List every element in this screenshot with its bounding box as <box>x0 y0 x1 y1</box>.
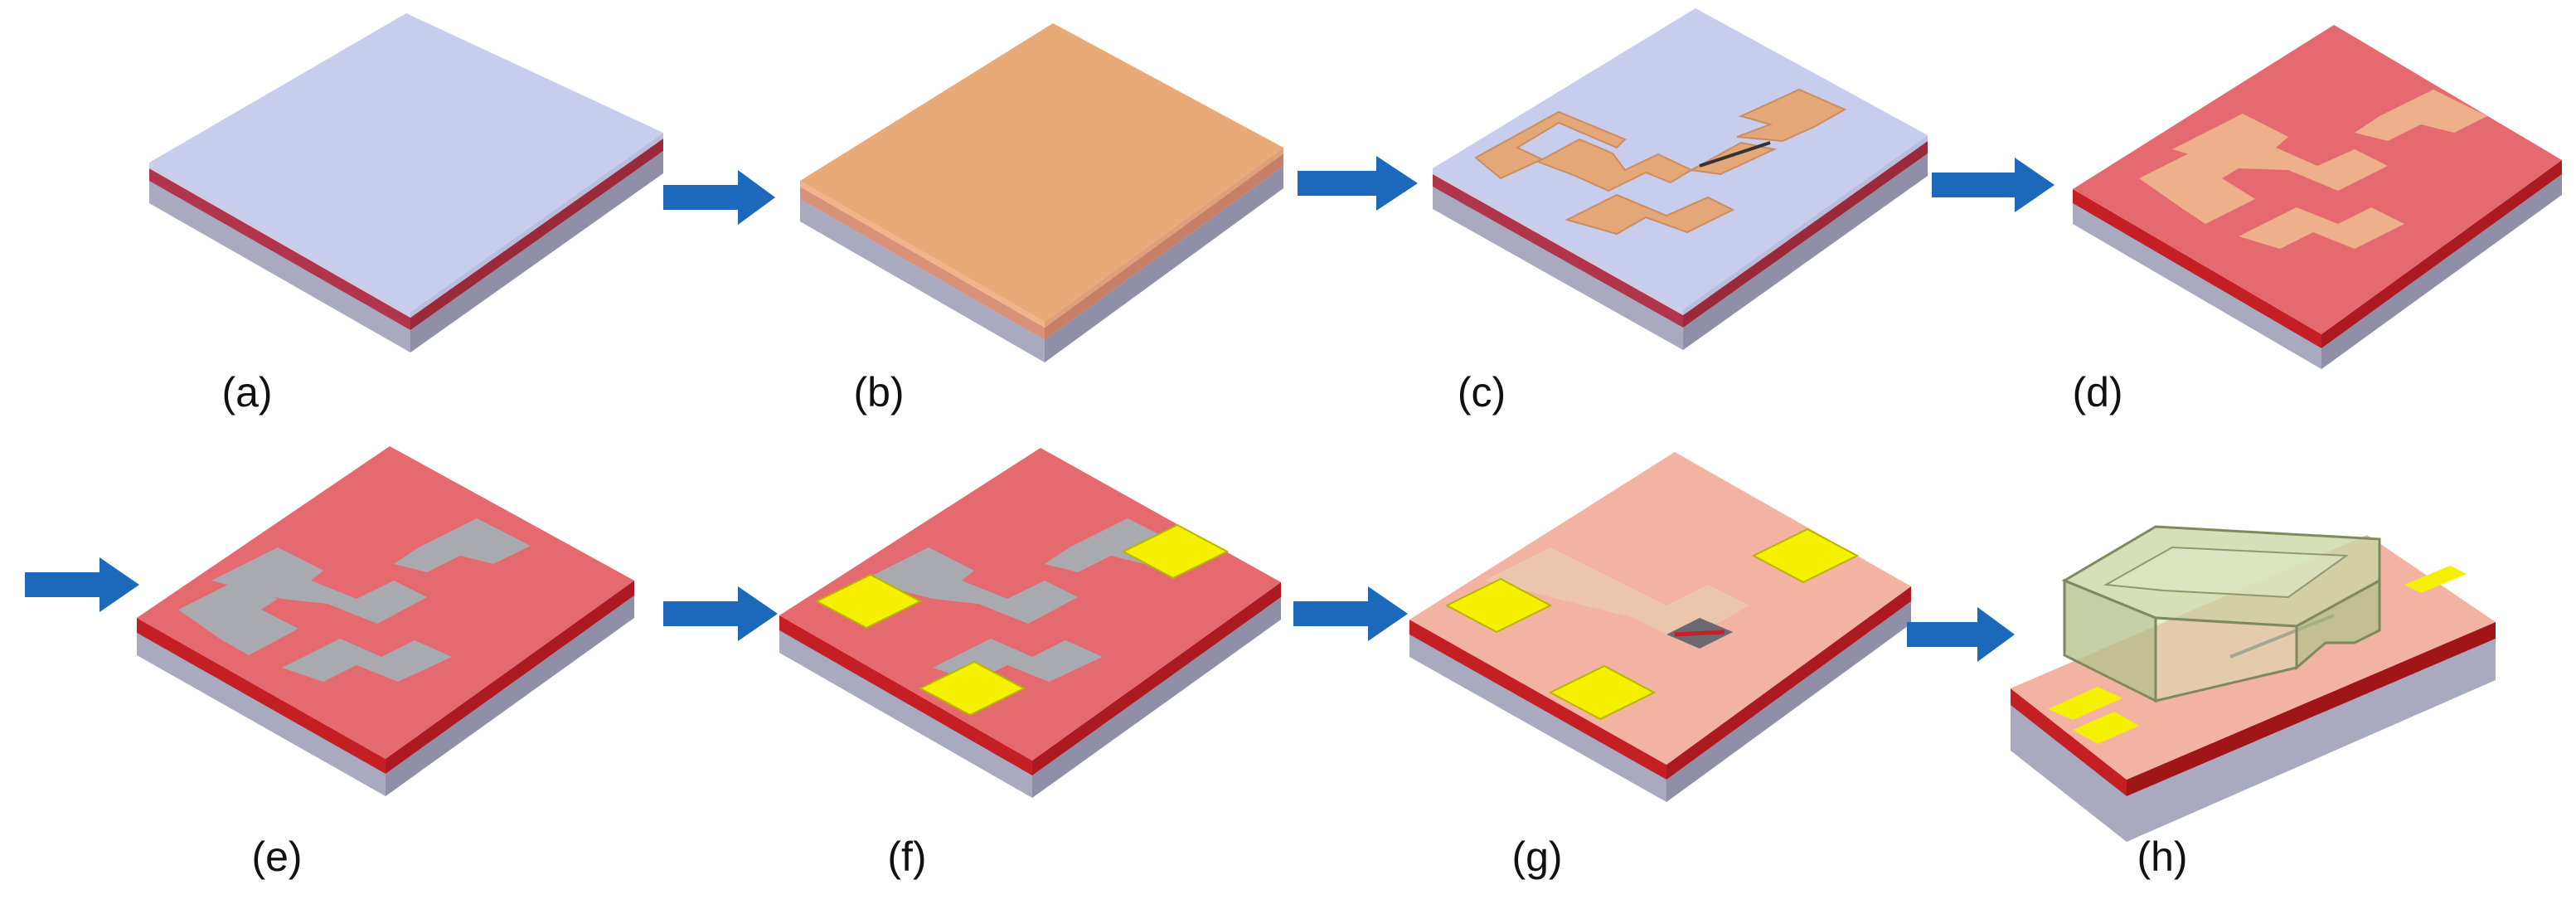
arrow-start-e <box>25 557 139 612</box>
label-c: (c) <box>1458 369 1506 416</box>
panel-d <box>2073 25 2562 369</box>
panel-c <box>1433 8 1928 350</box>
arrow-g-h <box>1907 607 2015 662</box>
arrow-a-b <box>663 170 775 225</box>
label-f: (f) <box>887 834 926 880</box>
label-e: (e) <box>251 834 302 880</box>
label-b: (b) <box>853 369 904 416</box>
arrow-b-c <box>1298 156 1418 211</box>
panel-f <box>779 448 1281 798</box>
arrow-e-f <box>663 586 778 641</box>
arrow-f-g <box>1293 586 1408 641</box>
panel-g <box>1409 452 1911 802</box>
pad-1 <box>814 573 923 629</box>
pad-2 <box>918 660 1026 717</box>
label-h: (h) <box>2137 834 2187 880</box>
panel-b <box>800 23 1283 362</box>
panel-h <box>2011 525 2496 842</box>
label-a: (a) <box>221 369 272 416</box>
panel-e <box>137 446 634 796</box>
pad-3 <box>1121 523 1230 580</box>
panel-a <box>149 13 663 352</box>
label-d: (d) <box>2072 369 2122 416</box>
arrow-c-d <box>1932 158 2054 212</box>
label-g: (g) <box>1511 834 1562 880</box>
